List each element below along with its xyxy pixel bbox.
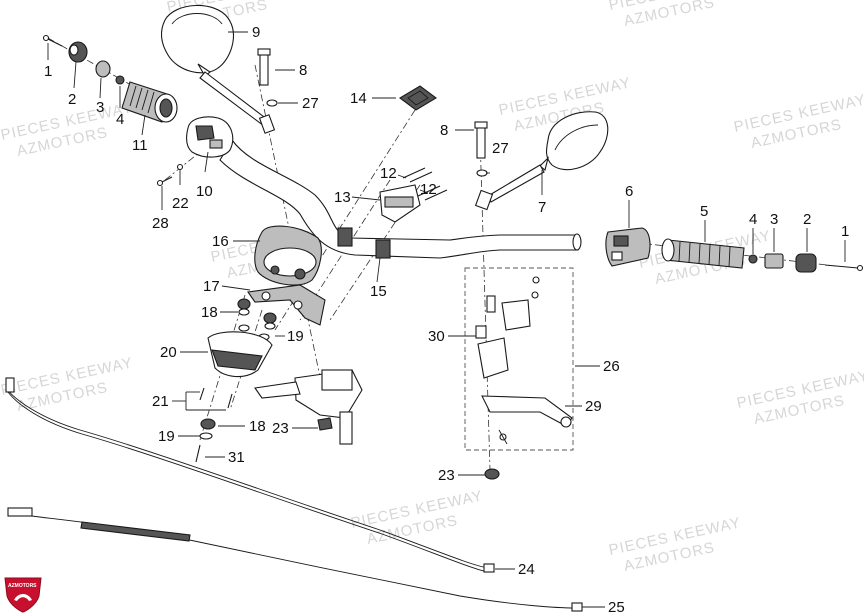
left-grip-assembly <box>42 34 178 123</box>
part-label: 7 <box>538 199 546 216</box>
nut-23-right <box>484 468 500 480</box>
left-mirror <box>161 4 276 134</box>
part-label: 23 <box>272 420 289 437</box>
part-label: 17 <box>203 278 220 295</box>
part-label: 20 <box>160 344 177 361</box>
part-label: 13 <box>334 189 351 206</box>
right-grip-assembly <box>661 238 864 273</box>
part-label: 28 <box>152 215 169 232</box>
emblem-badge <box>399 85 437 111</box>
part-label: 18 <box>249 418 266 435</box>
instrument-housing-cup <box>199 331 273 409</box>
azmotors-logo: AZMOTORS <box>4 577 42 613</box>
clutch-assembly-box <box>464 267 574 451</box>
part-label: 1 <box>841 223 849 240</box>
leader-lines <box>47 31 846 608</box>
handlebar-grip-band-left <box>337 227 353 247</box>
clutch-cable <box>7 507 583 612</box>
part-label: 1 <box>44 63 52 80</box>
part-label: 19 <box>287 328 304 345</box>
part-label: 16 <box>212 233 229 250</box>
logo-text: AZMOTORS <box>8 583 37 589</box>
part-label: 2 <box>68 91 76 108</box>
part-labels: 1 2 3 4 11 9 8 27 14 10 22 28 8 27 7 12 … <box>44 24 849 615</box>
part-label: 18 <box>201 304 218 321</box>
handlebar <box>219 139 582 259</box>
part-label: 12 <box>420 181 437 198</box>
right-switch-housing <box>605 227 651 267</box>
part-label: 24 <box>518 561 535 578</box>
part-label: 23 <box>438 467 455 484</box>
handlebar-grip-band-right <box>375 239 391 259</box>
bolt-washer-left <box>257 48 278 107</box>
part-label: 27 <box>302 95 319 112</box>
right-mirror <box>474 111 609 211</box>
bolt-washer-right <box>474 121 488 177</box>
part-label: 8 <box>440 122 448 139</box>
part-label: 25 <box>608 599 625 615</box>
part-label: 5 <box>700 203 708 220</box>
part-label: 21 <box>152 393 169 410</box>
part-label: 14 <box>350 90 367 107</box>
part-label: 8 <box>299 62 307 79</box>
part-label: 15 <box>370 283 387 300</box>
part-label: 29 <box>585 398 602 415</box>
part-label: 31 <box>228 449 245 466</box>
part-label: 9 <box>252 24 260 41</box>
left-switch-housing <box>156 116 234 187</box>
part-label: 11 <box>132 137 148 154</box>
part-label: 6 <box>625 183 633 200</box>
part-label: 12 <box>380 165 397 182</box>
part-label: 26 <box>603 358 620 375</box>
part-label: 4 <box>116 111 124 128</box>
front-brake-master-cylinder <box>254 369 363 445</box>
part-label: 4 <box>749 211 757 228</box>
part-label: 3 <box>770 211 778 228</box>
part-label: 30 <box>428 328 445 345</box>
handlebar-clamp <box>379 167 448 223</box>
instrument-cluster <box>254 225 322 286</box>
part-label: 3 <box>96 99 104 116</box>
mounting-bracket <box>237 284 326 341</box>
part-label: 22 <box>172 195 189 212</box>
part-label: 19 <box>158 428 175 445</box>
part-label: 2 <box>803 211 811 228</box>
part-label: 10 <box>196 183 213 200</box>
throttle-cable <box>5 377 495 573</box>
lower-left-fasteners <box>195 418 216 463</box>
part-label: 27 <box>492 140 509 157</box>
